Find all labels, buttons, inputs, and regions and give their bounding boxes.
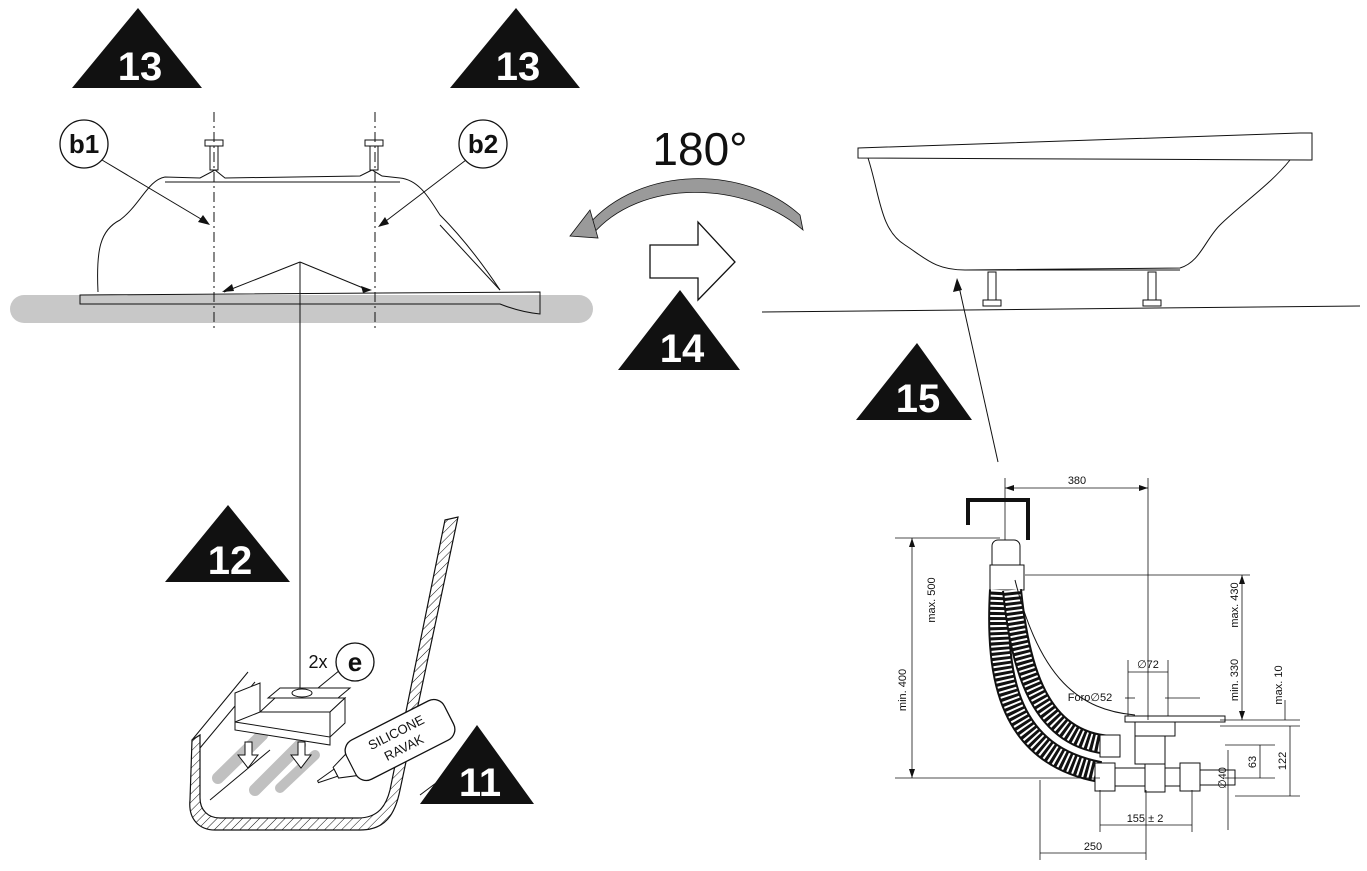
- label-2x-e: 2x e: [308, 642, 375, 682]
- dim-diameter-40: ∅40: [1217, 767, 1229, 789]
- step-number: 12: [208, 539, 253, 583]
- drain-assembly: [966, 498, 1236, 793]
- step-badge-12: 12: [165, 505, 290, 583]
- dim-380: 380: [1068, 475, 1086, 487]
- bathtub-upside-down: [10, 112, 593, 690]
- dim-min-400: min. 400: [897, 669, 909, 711]
- dim-max-10: max. 10: [1273, 665, 1285, 704]
- bathtub-cross-section: [189, 516, 461, 831]
- support-bracket: [234, 682, 352, 746]
- dim-122: 122: [1277, 752, 1289, 770]
- step-badge-14: 14: [618, 290, 740, 371]
- label-text: b1: [69, 129, 99, 159]
- label-b2: b2: [378, 119, 508, 227]
- foot-right: [1142, 271, 1162, 307]
- step-badge-13-left: 13: [72, 8, 202, 89]
- next-step-arrow: [649, 220, 736, 302]
- foot-right: [364, 139, 384, 171]
- step-number: 13: [496, 45, 541, 89]
- step-badge-11: 11: [420, 725, 534, 805]
- silicone-tube: SILICONE RAVAK: [316, 698, 456, 784]
- dim-diameter-72: ∅72: [1137, 659, 1159, 671]
- foot-left: [982, 271, 1002, 307]
- step-badge-13-right: 13: [450, 8, 580, 89]
- step-number: 14: [660, 327, 705, 371]
- dim-63: 63: [1247, 756, 1259, 768]
- dim-max-500: max. 500: [926, 577, 938, 622]
- dim-min-330: min. 330: [1229, 659, 1241, 701]
- dim-250: 250: [1084, 841, 1102, 853]
- dim-155: 155 ± 2: [1127, 813, 1164, 825]
- rotation-arrow: 180°: [569, 123, 804, 239]
- label-text: b2: [468, 129, 498, 159]
- step-number: 15: [896, 377, 941, 421]
- dim-max-430: max. 430: [1229, 582, 1241, 627]
- floor-surface: [10, 295, 593, 323]
- label-b1: b1: [59, 119, 210, 225]
- dimension-lines: [895, 478, 1300, 860]
- dim-foro-52: Foro∅52: [1068, 692, 1112, 704]
- step-number: 11: [459, 761, 501, 805]
- bathtub-upright: [761, 132, 1361, 463]
- step-number: 13: [118, 45, 163, 89]
- rotation-label: 180°: [652, 123, 747, 175]
- step-badge-15: 15: [856, 343, 972, 421]
- count-label: 2x: [308, 652, 327, 672]
- label-text: e: [348, 647, 362, 677]
- dimension-labels: 380 max. 500 min. 400 max. 430 min. 330 …: [897, 475, 1289, 853]
